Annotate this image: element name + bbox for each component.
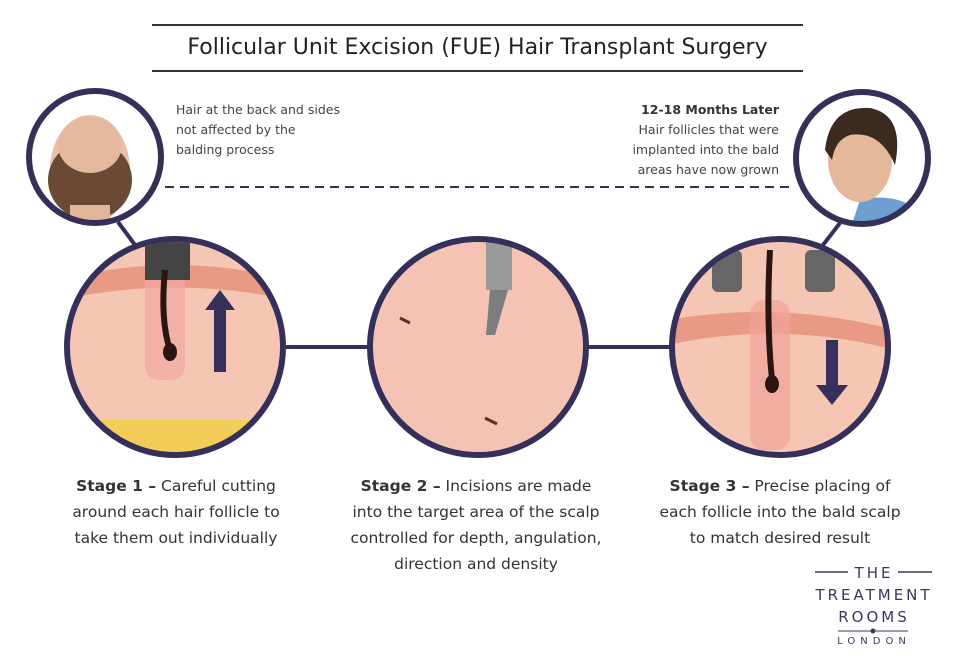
note-line: Hair follicles that were [638, 122, 779, 137]
note-line: balding process [176, 142, 275, 157]
left-note: Hair at the back and sides not affected … [176, 100, 340, 160]
caption-line: Incisions are made [440, 477, 592, 495]
note-line: Hair at the back and sides [176, 102, 340, 117]
caption-line: controlled for depth, angulation, [350, 529, 602, 547]
balding-head-illustration [31, 93, 159, 221]
logo-text: ROOMS [838, 608, 910, 626]
connector-line [821, 221, 842, 247]
caption-line: into the target area of the scalp [352, 503, 600, 521]
brand-logo: THE TREATMENT ROOMS LONDON [800, 562, 948, 647]
caption-line: Careful cutting [156, 477, 276, 495]
note-line: areas have now grown [637, 162, 779, 177]
note-line: not affected by the [176, 122, 296, 137]
connector-line [116, 220, 137, 247]
note-heading: 12-18 Months Later [641, 102, 779, 117]
logo-text: TREATMENT [815, 586, 933, 604]
stage-label: Stage 3 – [669, 477, 750, 495]
caption-line: take them out individually [74, 529, 278, 547]
caption-line: Precise placing of [749, 477, 891, 495]
caption-line: each follicle into the bald scalp [659, 503, 901, 521]
note-line: implanted into the bald [632, 142, 779, 157]
stage-label: Stage 2 – [360, 477, 441, 495]
caption-line: to match desired result [689, 529, 871, 547]
stage-2-illustration [373, 242, 583, 452]
logo-text: THE [854, 564, 894, 582]
stage-3-illustration [675, 242, 885, 452]
stage-1-caption: Stage 1 – Careful cutting around each ha… [26, 473, 326, 551]
page-title: Follicular Unit Excision (FUE) Hair Tran… [152, 24, 803, 72]
logo-text: LONDON [837, 636, 911, 647]
stage-2-caption: Stage 2 – Incisions are made into the ta… [326, 473, 626, 577]
caption-line: around each hair follicle to [72, 503, 280, 521]
caption-line: direction and density [394, 555, 558, 573]
right-note: 12-18 Months Later Hair follicles that w… [632, 100, 779, 180]
stage-3-caption: Stage 3 – Precise placing of each follic… [630, 473, 930, 551]
stage-label: Stage 1 – [76, 477, 157, 495]
stage-1-illustration [70, 242, 280, 452]
